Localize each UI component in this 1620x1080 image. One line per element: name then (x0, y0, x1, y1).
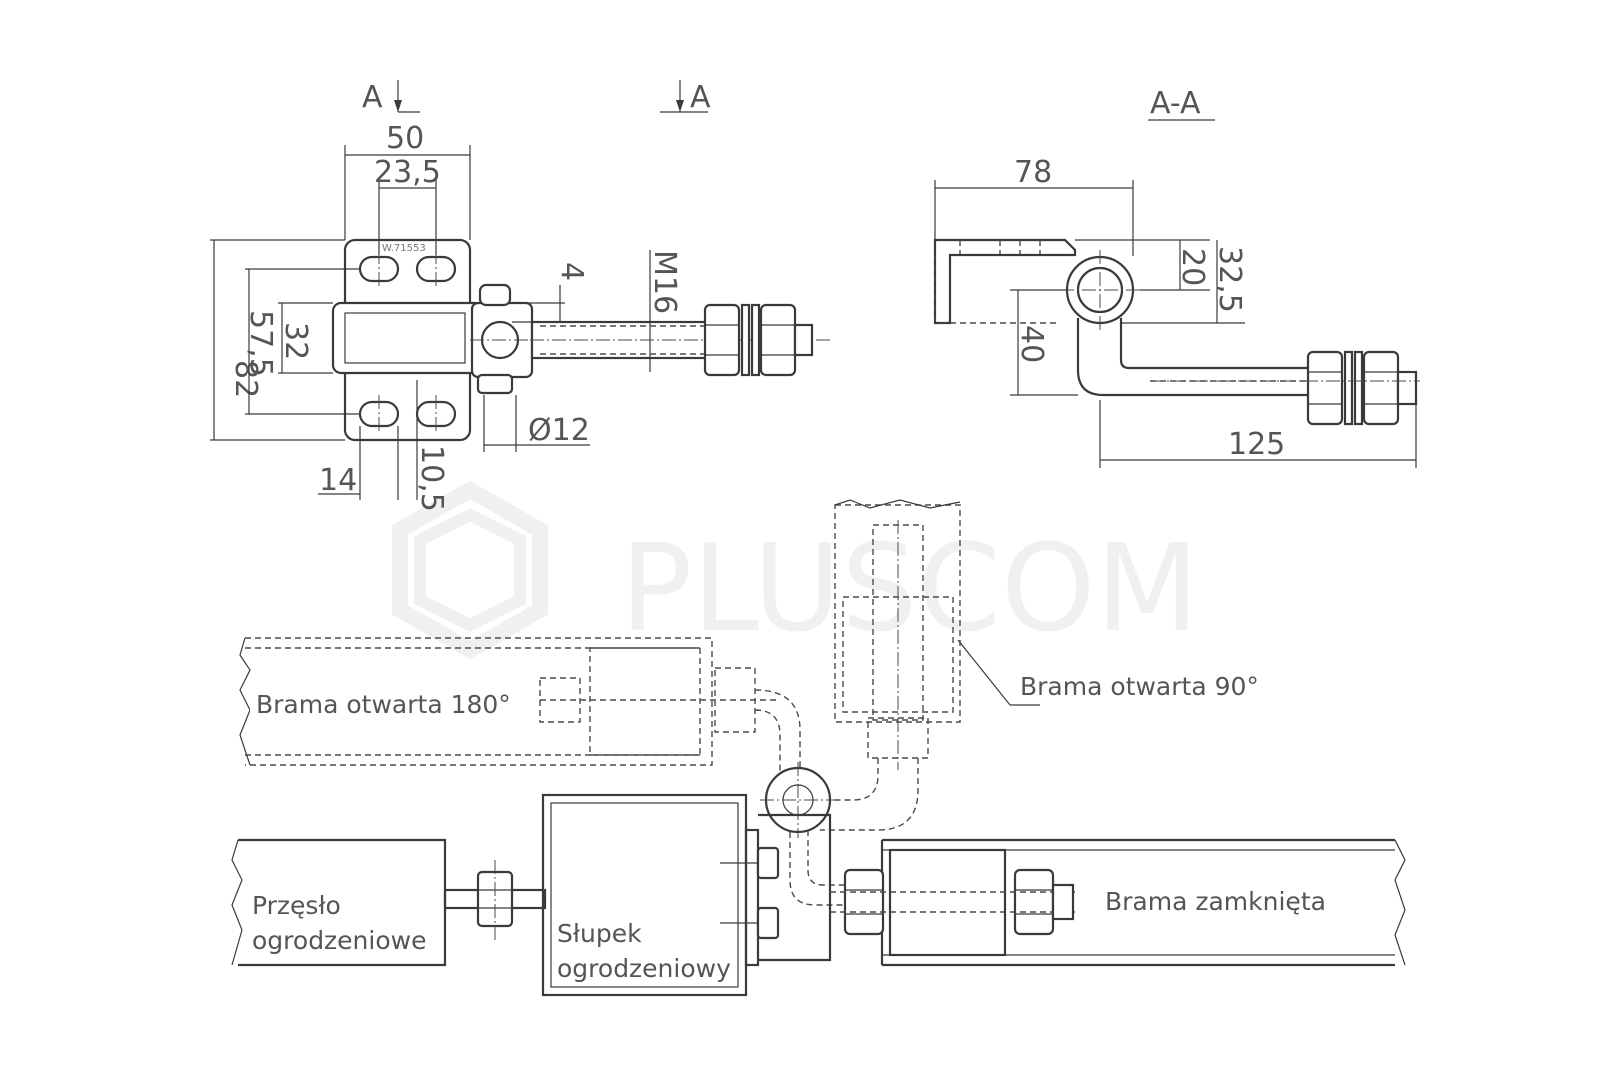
front-view: W.71553 (331, 238, 830, 442)
label-fence-panel-1: Przęsło (252, 891, 341, 920)
dim-hole-offset: 14 (319, 463, 357, 498)
dim-height-total: 82 (228, 360, 263, 398)
dim-drop: 40 (1014, 325, 1049, 363)
dim-width-total: 50 (386, 121, 424, 156)
section-mark-right: A (690, 80, 711, 115)
section-dimensions: 78 20 32,5 40 125 (934, 155, 1417, 468)
dim-bolt-length: 125 (1228, 427, 1285, 462)
part-code: W.71553 (382, 243, 426, 254)
label-open-180: Brama otwarta 180° (256, 690, 511, 719)
dim-eye-offset: 20 (1175, 248, 1210, 286)
label-closed: Brama zamknięta (1105, 887, 1326, 916)
section-view (933, 238, 1420, 426)
fence-panel (231, 838, 547, 967)
watermark-text: PLUSCOM (620, 520, 1199, 659)
front-dimensions: 50 23,5 82 57,5 32 4 M16 Ø12 14 10,5 (210, 121, 682, 512)
fence-post (541, 793, 832, 997)
dim-gap: 4 (554, 262, 589, 281)
dim-hole-width: 10,5 (414, 445, 449, 512)
assembly-labels: Brama otwarta 180° Brama otwarta 90° Prz… (250, 672, 1326, 983)
dim-hole-vertical: 57,5 (243, 310, 278, 377)
dim-hole-spacing: 23,5 (374, 155, 441, 190)
gate-open-180 (239, 637, 801, 780)
gate-closed (830, 838, 1406, 967)
label-post-1: Słupek (557, 919, 642, 948)
section-marks: A A A-A (362, 80, 1215, 121)
label-post-2: ogrodzeniowy (557, 954, 731, 983)
dim-slot-height: 32 (278, 322, 313, 360)
assembly-hinge-eye (760, 762, 850, 906)
watermark: PLUSCOM (392, 480, 1199, 660)
dim-section-length: 78 (1014, 155, 1052, 190)
label-open-90: Brama otwarta 90° (1020, 672, 1259, 701)
label-fence-panel-2: ogrodzeniowe (252, 926, 426, 955)
dim-pin-diameter: Ø12 (528, 413, 590, 448)
gate-open-90 (820, 499, 1040, 831)
dim-thread: M16 (647, 250, 682, 314)
section-mark-left: A (362, 80, 383, 115)
section-view-title: A-A (1150, 86, 1201, 121)
dim-eye-total: 32,5 (1212, 246, 1247, 313)
